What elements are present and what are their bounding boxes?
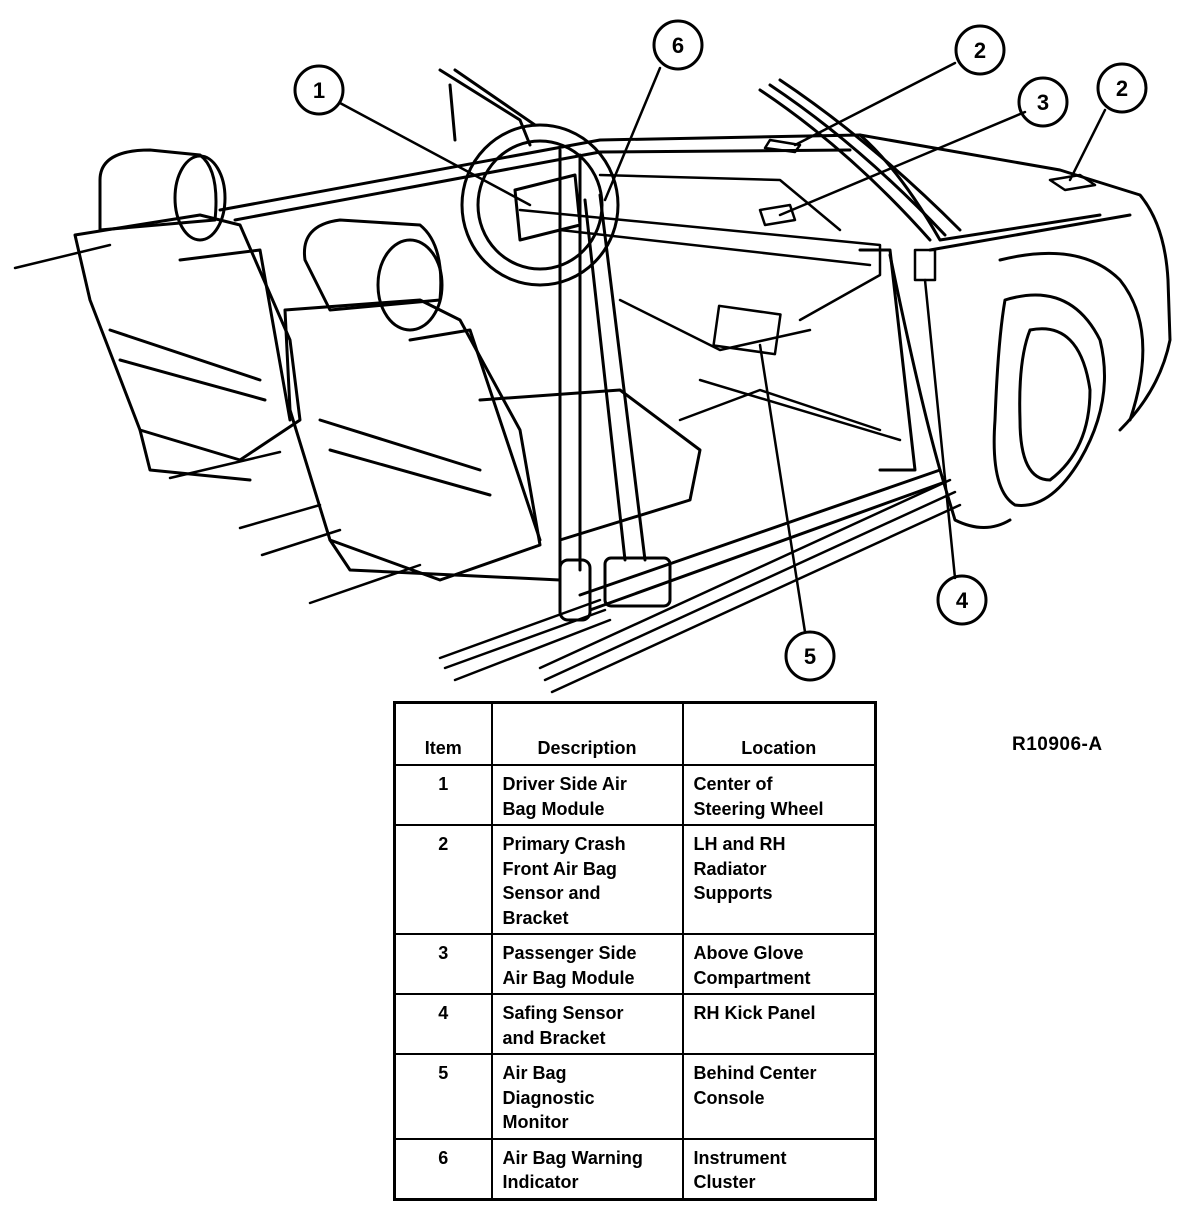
front-seat [283,218,702,582]
description-cell-line: Air Bag [502,1063,567,1083]
item-cell: 5 [393,1053,493,1140]
location-cell: RH Kick Panel [681,993,877,1055]
item-cell: 4 [393,993,493,1055]
item-cell-line: 3 [438,943,449,963]
callout-label: 2 [974,38,986,63]
rear-seat [73,148,302,482]
description-cell-line: and Bracket [502,1027,606,1048]
location-cell-line: Compartment [693,967,811,988]
callout-label: 5 [804,644,816,669]
leader-lines [338,61,1107,634]
location-cell-line: Radiator [693,858,767,879]
item-cell: 6 [393,1137,493,1200]
description-cell-line: Primary Crash [502,834,626,854]
seatbelt-assembly [558,148,672,622]
location-cell-line: Center of [693,774,773,794]
item-cell: 1 [393,764,493,826]
callout-label: 6 [672,33,684,58]
item-cell: 3 [393,933,493,995]
item-cell-line: 6 [438,1147,449,1168]
description-cell-line: Air Bag Warning [502,1147,643,1168]
callout-5: 5 [784,630,836,682]
callout-1: 1 [293,64,345,116]
callout-6: 6 [652,19,704,71]
location-cell-line: Above Glove [693,943,804,963]
header-location: Location [681,701,877,766]
location-cell-line: Behind Center [693,1063,817,1083]
table-row: 4 Safing Sensor and Bracket RH Kick Panel [393,993,877,1055]
location-cell: Center of Steering Wheel [681,764,877,826]
description-cell-line: Diagnostic [502,1087,595,1108]
description-cell-line: Sensor and [502,883,601,903]
callout-3: 3 [1017,76,1069,128]
description-cell-line: Driver Side Air [502,774,627,794]
item-cell-line: 2 [438,834,449,854]
description-cell-line: Passenger Side [502,943,637,963]
callout-2-left: 2 [954,24,1006,76]
location-cell-line: Steering Wheel [693,798,824,819]
callout-label: 4 [956,588,969,613]
header-description: Description [490,701,684,766]
table-header-row: Item Description Location [393,701,877,766]
steering-wheel [460,123,620,287]
component-legend-table: Item Description Location 1 Driver Side A… [393,701,877,1201]
item-cell: 2 [393,824,493,935]
description-cell: Safing Sensor and Bracket [490,993,684,1055]
callout-2-right: 2 [1096,62,1148,114]
vehicle-airbag-illustration: 1 2 3 2 4 5 6 [13,19,1172,694]
description-cell-line: Bracket [502,907,569,928]
description-cell-line: Indicator [502,1172,579,1192]
description-cell-line: Safing Sensor [502,1003,624,1023]
item-cell-line: 4 [438,1003,449,1023]
description-cell-line: Bag Module [502,798,605,819]
description-cell-line: Monitor [502,1112,569,1132]
location-cell-line: RH Kick Panel [693,1003,816,1023]
location-cell-line: Cluster [693,1172,756,1192]
description-cell-line: Air Bag Module [502,967,635,988]
callout-label: 2 [1116,76,1128,101]
location-cell-line: LH and RH [693,834,786,854]
callout-4: 4 [936,574,988,626]
location-cell-line: Instrument [693,1147,787,1168]
callout-label: 3 [1037,90,1049,115]
figure-id: R10906-A [1012,734,1103,755]
dashboard [518,138,1097,442]
callout-label: 1 [313,78,325,103]
location-cell-line: Console [693,1087,765,1108]
header-item: Item [393,701,493,766]
location-cell-line: Supports [693,883,773,903]
ground-lines [13,243,962,694]
item-cell-line: 1 [438,774,449,794]
description-cell-line: Front Air Bag [502,858,617,879]
car-body [218,68,1172,612]
item-cell-line: 5 [438,1063,449,1083]
